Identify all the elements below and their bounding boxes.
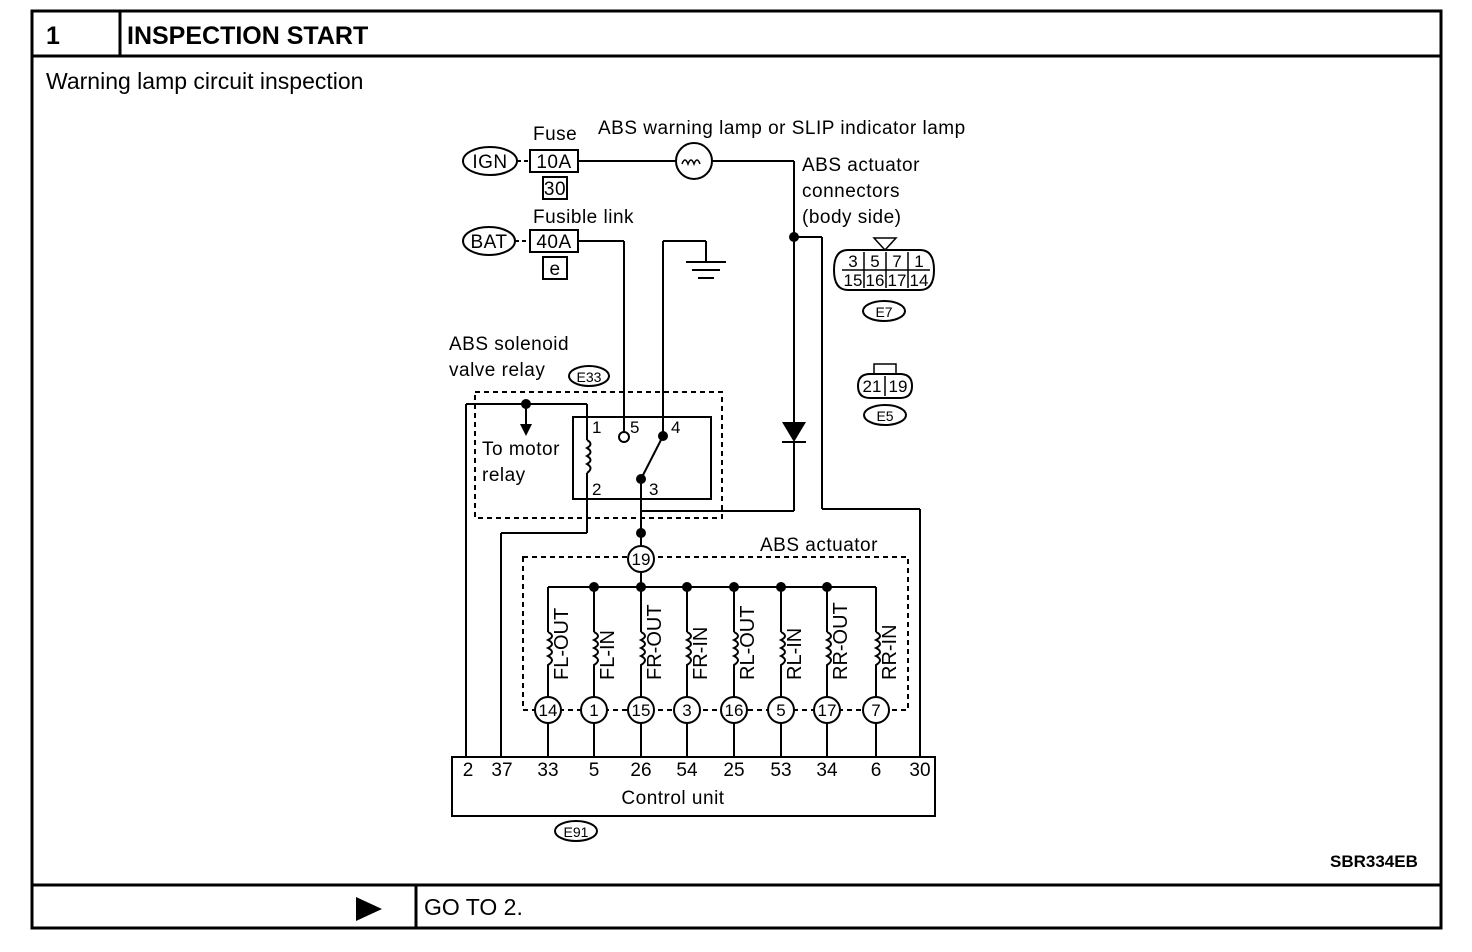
actuator-connectors-label-3: (body side) [802, 207, 902, 228]
actuator-pin: 3 [682, 701, 691, 720]
cu-pin: 54 [676, 760, 698, 781]
cu-pin: 5 [589, 760, 600, 781]
relay-pin-2: 2 [592, 480, 601, 499]
actuator-connectors-label-1: ABS actuator [802, 155, 920, 176]
e7-pin: 15 [844, 271, 863, 290]
actuator-pin: 14 [539, 701, 558, 720]
relay-label-2: valve relay [449, 360, 545, 381]
ign-oval [462, 146, 518, 176]
control-unit-label: Control unit [621, 788, 724, 809]
cu-pin: 37 [491, 760, 512, 781]
cu-pin: 25 [723, 760, 744, 781]
actuator-connectors-label-2: connectors [802, 181, 900, 202]
e7-pin: 3 [848, 252, 857, 271]
solenoid-label: RR-IN [879, 624, 901, 680]
actuator-pin: 1 [589, 701, 598, 720]
relay-pin-4: 4 [671, 418, 680, 437]
control-unit-connector: E91 [564, 824, 589, 840]
step-number: 1 [46, 22, 60, 50]
fuse-label: Fuse [533, 124, 577, 145]
connector-e5: 21 19 E5 [856, 363, 914, 426]
right-triangle-arrow-icon [356, 897, 382, 921]
fuse-number: 30 [544, 179, 566, 200]
relay-label-1: ABS solenoid [449, 334, 569, 355]
cu-pin: 34 [816, 760, 838, 781]
cu-pin: 53 [770, 760, 791, 781]
e7-pin: 7 [892, 252, 901, 271]
solenoid-label: FR-OUT [644, 604, 666, 680]
cu-pin: 30 [909, 760, 930, 781]
cu-pin: 26 [630, 760, 651, 781]
fusible-link-rating: 40A [536, 232, 571, 253]
e7-pin: 17 [888, 271, 907, 290]
e5-id: E5 [876, 408, 893, 424]
e5-pin: 19 [889, 377, 908, 396]
solenoid-label: RL-IN [784, 628, 806, 680]
bat-oval [462, 226, 516, 256]
connector-e7: 3 5 7 1 15 16 17 14 E7 [832, 237, 936, 322]
ign-label: IGN [472, 152, 507, 173]
bat-label: BAT [470, 232, 507, 253]
solenoid-coil-icon [545, 631, 553, 697]
cu-pin: 2 [463, 760, 474, 781]
relay-contact-open-icon [618, 431, 630, 443]
solenoid-group: FL-OUT1433FL-IN15FR-OUT1526FR-IN354RL-OU… [534, 587, 901, 781]
actuator-common-pin: 19 [632, 550, 651, 569]
warning-lamp-label: ABS warning lamp or SLIP indicator lamp [598, 118, 966, 139]
e7-pin: 5 [870, 252, 879, 271]
fusible-link-id: e [549, 259, 560, 280]
relay-pin-1: 1 [592, 418, 601, 437]
actuator-pin: 5 [776, 701, 785, 720]
cu-pin: 33 [537, 760, 558, 781]
relay-pin-5: 5 [630, 418, 639, 437]
cu-pin: 6 [871, 760, 882, 781]
actuator-pin: 16 [725, 701, 744, 720]
e7-id: E7 [875, 304, 892, 320]
actuator-pin: 7 [871, 701, 880, 720]
relay-coil-icon [584, 439, 592, 474]
e5-pin: 21 [863, 377, 882, 396]
solenoid-label: FR-IN [690, 627, 712, 680]
solenoid-label: RR-OUT [830, 602, 852, 680]
solenoid-coil-icon [591, 631, 599, 697]
actuator-pin: 17 [818, 701, 837, 720]
solenoid-coil-icon [824, 631, 832, 697]
solenoid-coil-icon [638, 631, 646, 697]
e7-pin: 1 [914, 252, 923, 271]
down-arrow-icon [520, 424, 532, 436]
motor-relay-label-2: relay [482, 465, 526, 486]
solenoid-coil-icon [731, 631, 739, 697]
lamp-icon [675, 142, 713, 180]
step-subtitle: Warning lamp circuit inspection [46, 68, 364, 94]
solenoid-coil-icon [778, 631, 786, 697]
figure-reference: SBR334EB [1330, 852, 1418, 871]
solenoid-label: FL-IN [597, 630, 619, 680]
solenoid-coil-icon [684, 631, 692, 697]
fuse-rating: 10A [536, 152, 571, 173]
e7-pin: 14 [910, 271, 929, 290]
step-title: INSPECTION START [127, 22, 369, 50]
e7-pin: 16 [866, 271, 885, 290]
solenoid-label: RL-OUT [737, 606, 759, 680]
fusible-link-label: Fusible link [533, 207, 634, 228]
diode-icon [782, 422, 806, 443]
relay-connector-id: E33 [577, 369, 602, 385]
relay-pin-3: 3 [649, 480, 658, 499]
solenoid-coil-icon [873, 631, 881, 697]
motor-relay-label-1: To motor [482, 439, 560, 460]
solenoid-label: FL-OUT [551, 608, 573, 680]
next-step-action: GO TO 2. [424, 894, 523, 920]
actuator-label: ABS actuator [760, 535, 878, 556]
actuator-pin: 15 [632, 701, 651, 720]
